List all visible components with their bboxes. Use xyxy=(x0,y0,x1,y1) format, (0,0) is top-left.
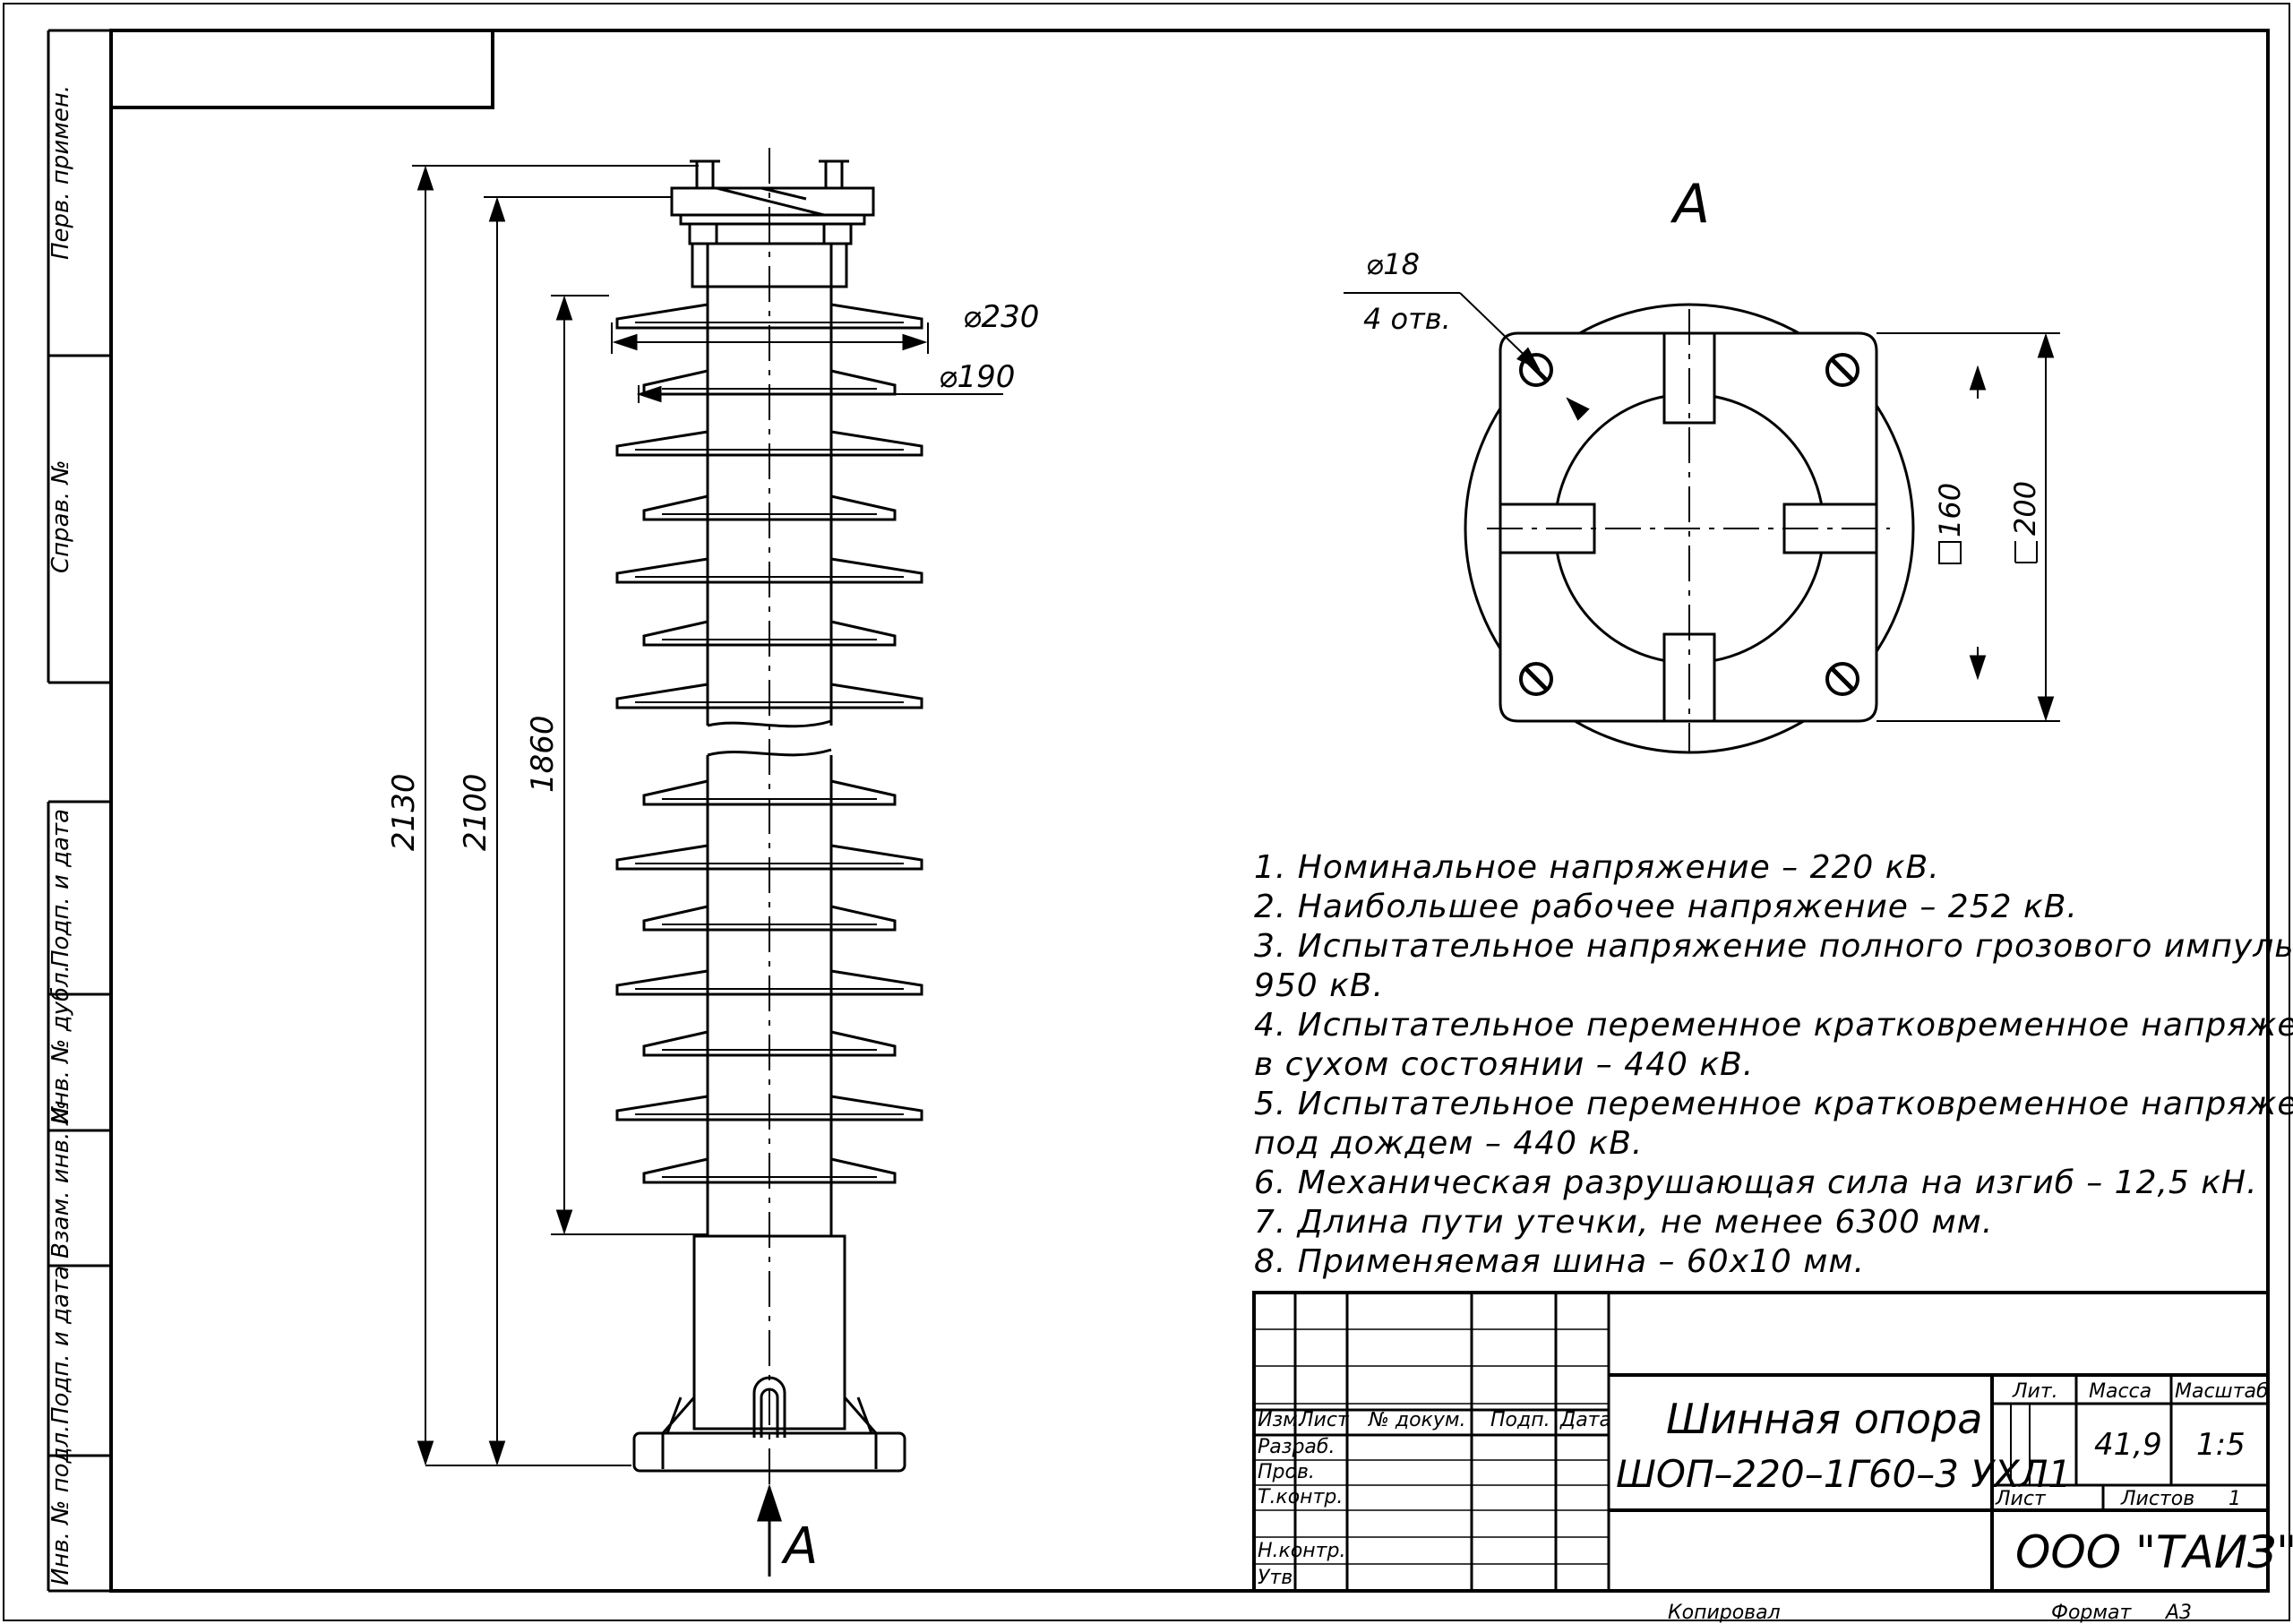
stamp-perv-primen: Перв. примен. xyxy=(47,85,74,260)
note-7: 7. Длина пути утечки, не менее 6300 мм. xyxy=(1254,1204,1993,1241)
note-3-cont: 950 кВ. xyxy=(1254,967,1384,1004)
dimension-lines xyxy=(412,165,1003,1577)
stamp-podp-data-1: Подп. и дата xyxy=(47,809,74,967)
tb-list: Лист xyxy=(1298,1409,1350,1431)
stamp-vzam-inv: Взам. инв. № xyxy=(47,1100,74,1259)
tb-copied: Копировал xyxy=(1668,1602,1781,1624)
tb-nkontr: Н.контр. xyxy=(1258,1540,1345,1562)
tb-scale-value: 1:5 xyxy=(2196,1427,2246,1463)
shed xyxy=(615,969,923,996)
note-5-cont: под дождем – 440 кВ. xyxy=(1254,1125,1643,1162)
dim-d190: ⌀190 xyxy=(939,359,1015,395)
bolt-hole-slash xyxy=(1830,357,1855,382)
stamp-inv-dubl: Инв. № дубл. xyxy=(47,965,74,1124)
tb-sheets: Листов xyxy=(2120,1488,2194,1510)
tb-masshtab: Масштаб xyxy=(2175,1380,2269,1403)
dim-1860: 1860 xyxy=(525,715,561,793)
tb-tkontr: Т.контр. xyxy=(1258,1486,1343,1508)
shed xyxy=(642,905,897,932)
note-2: 2. Наибольшее рабочее напряжение – 252 к… xyxy=(1254,889,2078,925)
tb-format: Формат xyxy=(2051,1602,2132,1624)
tb-doc-no: № докум. xyxy=(1368,1409,1465,1431)
tb-podp: Подп. xyxy=(1490,1409,1550,1431)
shed xyxy=(615,303,923,330)
tb-izm: Изм. xyxy=(1258,1409,1304,1431)
stamp-podp-data-2: Подп. и дата xyxy=(47,1266,74,1424)
shed xyxy=(642,779,897,806)
bolt-hole-slash xyxy=(1830,666,1855,692)
tb-name-line1: Шинная опора xyxy=(1666,1395,1982,1443)
bolt-hole-slash xyxy=(1524,666,1549,692)
title-block xyxy=(1252,1291,2270,1593)
shed xyxy=(615,430,923,457)
note-3: 3. Испытательное напряжение полного гроз… xyxy=(1254,928,2293,965)
shed xyxy=(615,557,923,584)
tb-company: ООО "ТАИЗ" xyxy=(2015,1526,2293,1578)
tb-format-value: А3 xyxy=(2164,1602,2192,1624)
dim-4-holes: 4 отв. xyxy=(1363,302,1451,336)
tb-lit: Лит. xyxy=(2012,1380,2058,1403)
dim-2130: 2130 xyxy=(386,773,422,851)
shed xyxy=(642,620,897,647)
shed xyxy=(642,494,897,521)
shed xyxy=(642,1157,897,1184)
tb-mass-value: 41,9 xyxy=(2094,1427,2162,1463)
shed xyxy=(615,1095,923,1121)
tb-razrab: Разраб. xyxy=(1258,1436,1335,1458)
note-4-cont: в сухом состоянии – 440 кВ. xyxy=(1254,1046,1754,1083)
view-arrow-label: А xyxy=(781,1517,818,1576)
note-6: 6. Механическая разрушающая сила на изги… xyxy=(1254,1164,2258,1201)
note-5: 5. Испытательное переменное кратковремен… xyxy=(1254,1086,2293,1122)
dim-d230: ⌀230 xyxy=(963,299,1039,335)
shed xyxy=(642,1030,897,1057)
shed xyxy=(615,683,923,709)
tb-sheet: Лист xyxy=(1995,1488,2047,1510)
shed xyxy=(615,844,923,871)
title-block-text: Изм. Лист № докум. Подп. Дата Разраб. Пр… xyxy=(1258,1380,2269,1624)
drawing-frame xyxy=(109,29,2270,1593)
insulator-sheds xyxy=(615,303,923,1184)
side-stamps xyxy=(47,29,111,1593)
technical-notes: 1. Номинальное напряжение – 220 кВ. 2. Н… xyxy=(1254,849,2293,1280)
note-4: 4. Испытательное переменное кратковремен… xyxy=(1254,1007,2293,1044)
dim-2100: 2100 xyxy=(458,773,494,851)
note-8: 8. Применяемая шина – 60х10 мм. xyxy=(1254,1243,1865,1280)
tb-name-line2: ШОП–220–1Г60–3 УХЛ1 xyxy=(1616,1452,2072,1496)
stamp-sprav-no: Справ. № xyxy=(47,460,74,573)
tb-sheets-value: 1 xyxy=(2229,1488,2241,1510)
view-a-title: А xyxy=(1670,173,1710,236)
tb-massa: Масса xyxy=(2089,1380,2151,1403)
dim-d18: ⌀18 xyxy=(1366,247,1420,281)
tb-data: Дата xyxy=(1559,1409,1611,1431)
dim-sq160: 160 xyxy=(1933,483,1967,537)
tb-utv: Утв. xyxy=(1258,1567,1299,1589)
tb-prov: Пров. xyxy=(1258,1461,1315,1483)
stamp-inv-podl: Инв. № подл. xyxy=(47,1425,74,1585)
dim-sq200: 200 xyxy=(2008,481,2042,536)
view-a-dimensions xyxy=(1344,292,2060,722)
view-a-top xyxy=(1464,303,1915,754)
insulator-side-view xyxy=(632,148,906,1487)
note-1: 1. Номинальное напряжение – 220 кВ. xyxy=(1254,849,1940,886)
